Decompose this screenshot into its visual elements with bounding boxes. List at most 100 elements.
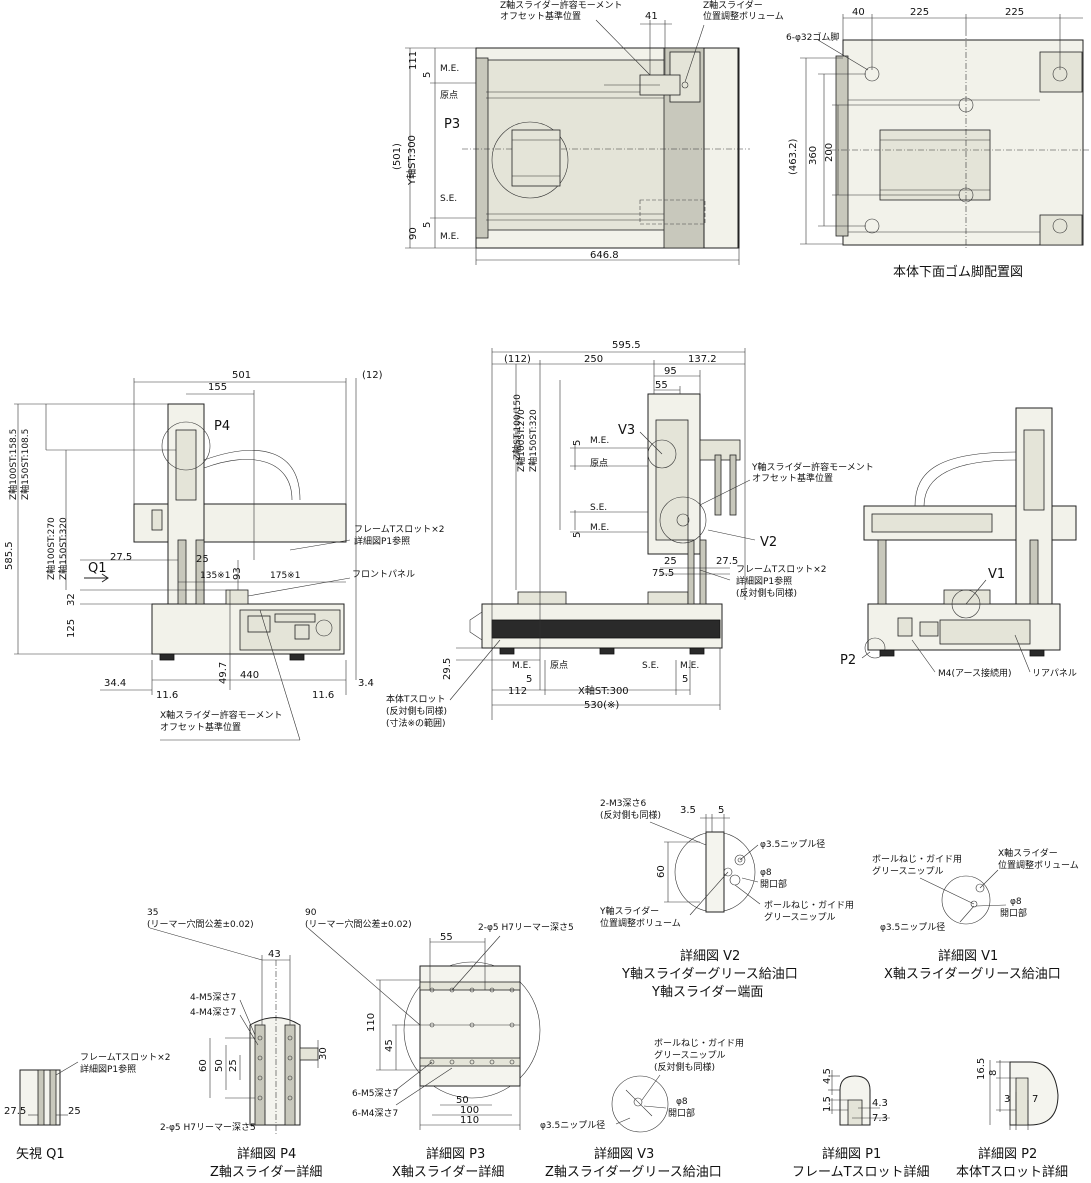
side-dim-29: 29.5 bbox=[442, 658, 453, 680]
front-dim-175: 175※1 bbox=[270, 571, 300, 581]
detail-p2 bbox=[989, 1060, 1059, 1130]
top-p3-label: P3 bbox=[444, 117, 460, 132]
top-z-offset-note-1: Z軸スライダー許容モーメント bbox=[500, 0, 622, 11]
p2-dim-3: 3 bbox=[1004, 1094, 1010, 1105]
top-dim-501: (501) bbox=[392, 143, 403, 170]
detail-p3 bbox=[307, 927, 541, 1130]
rear-v1: V1 bbox=[988, 567, 1005, 582]
detail-v1 bbox=[919, 869, 1007, 925]
p4-m5: 4-M5深さ7 bbox=[190, 992, 236, 1003]
v1-x-adj-2: 位置調整ボリューム bbox=[998, 859, 1079, 871]
side-x-stroke: X軸ST:300 bbox=[578, 684, 629, 697]
side-z100: Z軸100ST:270 bbox=[515, 409, 527, 472]
p3-m5: 6-M5深さ7 bbox=[352, 1088, 398, 1099]
front-dim-585: 585.5 bbox=[4, 541, 15, 570]
side-dim-112b: 112 bbox=[508, 686, 527, 697]
front-dim-49: 49.7 bbox=[218, 662, 229, 684]
p3-caption-2: X軸スライダー詳細 bbox=[392, 1164, 504, 1180]
q1-dim-25: 25 bbox=[68, 1106, 81, 1117]
bottom-dim-360: 360 bbox=[808, 146, 819, 165]
top-dim-5a: 5 bbox=[422, 72, 433, 78]
p1-dim-73: 7.3 bbox=[872, 1113, 888, 1124]
p3-reamer: 2-φ5 H7リーマー深さ5 bbox=[478, 922, 574, 933]
p1-dim-15: 1.5 bbox=[822, 1096, 833, 1112]
rear-p2: P2 bbox=[840, 653, 856, 668]
top-z-offset-note-2: オフセット基準位置 bbox=[500, 10, 581, 22]
side-slot-note-2: 詳細図P1参照 bbox=[736, 575, 792, 587]
p4-dim-43: 43 bbox=[268, 949, 281, 960]
p4-caption-1: 詳細図 P4 bbox=[237, 1146, 296, 1162]
side-v3: V3 bbox=[618, 423, 635, 438]
p3-dim-50: 50 bbox=[456, 1095, 469, 1106]
side-zst: Z軸ST:100/150 bbox=[511, 394, 523, 460]
v2-dim-35: 3.5 bbox=[680, 805, 696, 816]
top-me-bottom: M.E. bbox=[440, 232, 459, 242]
side-me4: M.E. bbox=[680, 661, 699, 671]
v3-opening: 開口部 bbox=[668, 1107, 695, 1119]
p3-dim-90: 90 bbox=[305, 908, 317, 918]
v2-m3: 2-M3深さ6 bbox=[600, 798, 646, 809]
front-dim-440: 440 bbox=[240, 670, 259, 681]
front-dim-3: 3.4 bbox=[358, 678, 374, 689]
v1-ball-1: ボールねじ・ガイド用 bbox=[872, 854, 962, 865]
side-view bbox=[449, 348, 756, 720]
front-dim-155: 155 bbox=[208, 382, 227, 393]
v2-y-adj-1: Y軸スライダー bbox=[599, 905, 659, 917]
top-view bbox=[405, 19, 750, 265]
p3-m4: 6-M4深さ7 bbox=[352, 1108, 398, 1119]
p3-dim-110: 110 bbox=[460, 1115, 479, 1126]
v1-x-adj-1: X軸スライダー bbox=[998, 847, 1058, 859]
p4-tol: (リーマー穴間公差±0.02) bbox=[147, 918, 254, 930]
top-se: S.E. bbox=[440, 194, 457, 204]
side-dim-595: 595.5 bbox=[612, 340, 641, 351]
v2-y-adj-2: 位置調整ボリューム bbox=[600, 917, 681, 929]
side-dim-137: 137.2 bbox=[688, 354, 717, 365]
v3-nipple: φ3.5ニップル径 bbox=[540, 1119, 605, 1131]
p3-tol: (リーマー穴間公差±0.02) bbox=[305, 918, 412, 930]
p4-dim-30: 30 bbox=[318, 1047, 329, 1060]
v3-phi8: φ8 bbox=[676, 1097, 688, 1107]
side-dim-55: 55 bbox=[655, 380, 668, 391]
side-v2: V2 bbox=[760, 535, 777, 550]
front-dim-12: (12) bbox=[362, 370, 383, 381]
detail-v2 bbox=[649, 814, 761, 916]
v2-ball-2: グリースニップル bbox=[764, 911, 836, 923]
side-body-slot-1: 本体Tスロット bbox=[386, 693, 446, 705]
v3-ball-1: ボールねじ・ガイド用 bbox=[654, 1038, 744, 1049]
front-panel-label: フロントパネル bbox=[352, 569, 415, 580]
p2-dim-165: 16.5 bbox=[976, 1058, 987, 1080]
p4-m4: 4-M4深さ7 bbox=[190, 1007, 236, 1018]
side-dim-25: 25 bbox=[664, 556, 677, 567]
front-dim-125: 125 bbox=[66, 619, 77, 638]
front-z100: Z軸100ST:158.5 bbox=[7, 429, 19, 500]
top-dim-41: 41 bbox=[645, 11, 658, 22]
rear-view bbox=[861, 407, 1077, 673]
v3-caption-2: Z軸スライダーグリース給油口 bbox=[545, 1165, 722, 1180]
side-dim-530: 530(※) bbox=[584, 700, 619, 711]
detail-q1 bbox=[19, 1061, 79, 1126]
side-dim-112: (112) bbox=[504, 354, 531, 365]
front-dim-11a: 11.6 bbox=[156, 690, 178, 701]
front-z150b: Z軸150ST:320 bbox=[57, 517, 69, 580]
p4-dim-25: 25 bbox=[228, 1059, 239, 1072]
top-origin: 原点 bbox=[440, 90, 458, 101]
rear-panel: リアパネル bbox=[1032, 668, 1077, 679]
p4-caption-2: Z軸スライダー詳細 bbox=[210, 1164, 322, 1180]
side-dim-5b: 5 bbox=[572, 532, 583, 538]
front-x-offset-2: オフセット基準位置 bbox=[160, 721, 241, 733]
side-body-slot-3: (寸法※の範囲) bbox=[386, 717, 446, 729]
v3-caption-1: 詳細図 V3 bbox=[594, 1146, 654, 1162]
q1-note-1: フレームTスロット×2 bbox=[80, 1052, 171, 1063]
side-dim-5d: 5 bbox=[682, 674, 688, 685]
detail-p4 bbox=[149, 927, 319, 1135]
p4-reamer: 2-φ5 H7リーマー深さ5 bbox=[160, 1122, 256, 1133]
bottom-view bbox=[800, 14, 1090, 250]
side-dim-95: 95 bbox=[664, 366, 677, 377]
side-me2: M.E. bbox=[590, 523, 609, 533]
front-dim-501: 501 bbox=[232, 370, 251, 381]
front-dim-93: 93 bbox=[232, 567, 243, 580]
side-se1: S.E. bbox=[590, 503, 607, 513]
p2-dim-8: 8 bbox=[988, 1070, 999, 1076]
v1-nipple: φ3.5ニップル径 bbox=[880, 921, 945, 933]
top-dim-90: 90 bbox=[408, 227, 419, 240]
